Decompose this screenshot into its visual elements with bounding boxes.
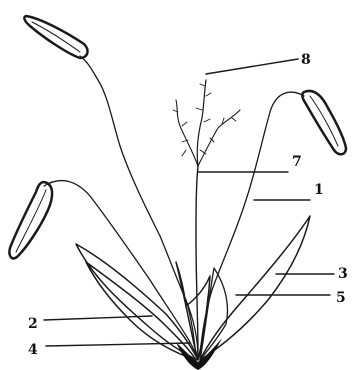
anther-right: [302, 91, 346, 154]
glumes: [76, 216, 310, 360]
label-5: 5: [336, 290, 346, 306]
label-2: 2: [28, 316, 38, 332]
filaments: [44, 56, 304, 356]
label-3: 3: [338, 266, 348, 282]
label-7: 7: [292, 154, 302, 170]
anther-left: [9, 182, 52, 258]
label-4: 4: [28, 342, 38, 358]
label-1: 1: [314, 182, 324, 198]
anther-top-left: [24, 16, 87, 58]
label-8: 8: [301, 52, 311, 68]
